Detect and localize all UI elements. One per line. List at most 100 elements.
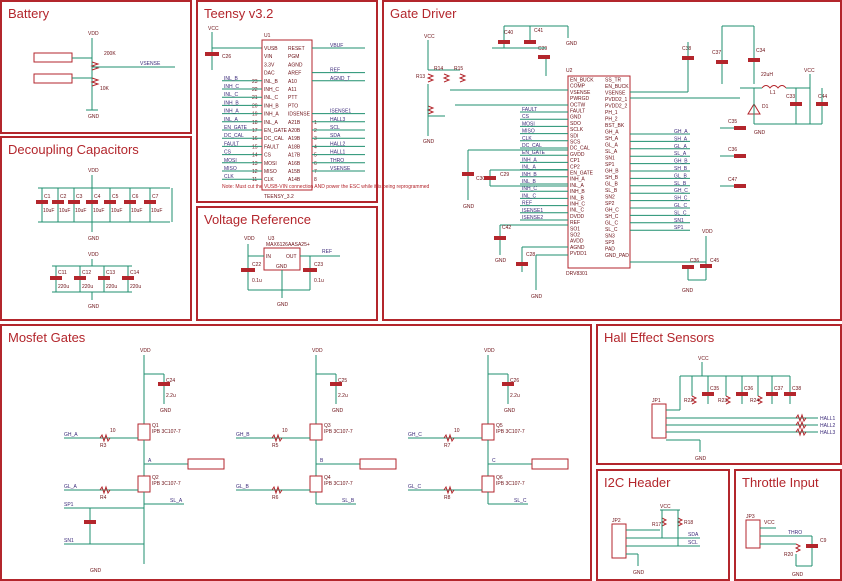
teensy-pin-right: A15B bbox=[288, 169, 301, 175]
hall-cap bbox=[702, 392, 714, 396]
mosfet-model: IPB 3C107-7 bbox=[324, 429, 353, 435]
throttle-resistor-name: R20 bbox=[784, 552, 793, 558]
decoupling-vdd-label: VDD bbox=[88, 168, 99, 174]
mosfet-gh-net: GH_A bbox=[64, 432, 78, 438]
drv-inductor bbox=[761, 85, 787, 89]
mosfet-sl-net: SL_B bbox=[342, 498, 355, 504]
drv-pin-left: REF bbox=[570, 220, 580, 226]
mosfet-gate-resistor bbox=[99, 485, 111, 495]
drv-pin-right: PAD bbox=[605, 247, 615, 253]
mosfet-gate-resistor bbox=[443, 485, 455, 495]
teensy-net-left: DC_CAL bbox=[224, 133, 244, 139]
drv-pin-left: EN_BUCK bbox=[570, 78, 594, 84]
drv-r13 bbox=[426, 73, 435, 83]
teensy-pin-left: 3.3V bbox=[264, 62, 275, 68]
decoupling-cap-value: 10uF bbox=[75, 208, 86, 214]
battery-circuit: VDD 200K 10K VSENSE GND bbox=[33, 31, 175, 120]
teensy-pin-left: INH_A bbox=[264, 112, 279, 118]
decoupling-cap-value: 220u bbox=[82, 284, 93, 290]
teensy-pin-right: A10 bbox=[288, 79, 297, 85]
teensy-net-right: SCL bbox=[330, 125, 340, 131]
drv-pin-right: VSENSE bbox=[605, 91, 626, 97]
hall-cap-name: C37 bbox=[774, 386, 783, 392]
teensy-pin-right: RESET bbox=[288, 46, 305, 52]
teensy-pin-left: INL_B bbox=[264, 79, 279, 85]
drv-pin-left: OCTW bbox=[570, 102, 586, 108]
decoupling-cap-c6 bbox=[124, 200, 136, 204]
decoupling-cap-name: C4 bbox=[94, 194, 101, 200]
teensy-pin-number: 18 bbox=[252, 120, 258, 126]
drv-gnd-4: GND bbox=[463, 204, 475, 210]
mosfet-model: IPB 3C107-7 bbox=[324, 481, 353, 487]
i2c-vcc-label: VCC bbox=[660, 504, 671, 510]
mosfet-cap-name: C26 bbox=[510, 378, 519, 384]
teensy-pin-number: 15 bbox=[252, 144, 258, 150]
teensy-net-left: MISO bbox=[224, 166, 237, 172]
drv-c28-name: C28 bbox=[526, 252, 535, 258]
decoupling-cap-name: C14 bbox=[130, 270, 139, 276]
drv-pin-right: SL_B bbox=[605, 188, 618, 194]
hall-title: Hall Effect Sensors bbox=[604, 330, 715, 345]
teensy-pin-number: 17 bbox=[252, 128, 258, 134]
mosfet-rh-name: R3 bbox=[100, 443, 107, 449]
teensy-cap bbox=[205, 52, 219, 56]
teensy-pin-right: PGM bbox=[288, 54, 299, 60]
drv-net-left: INL_C bbox=[522, 193, 537, 199]
drv-net-right: SL_A bbox=[674, 151, 687, 157]
mosfet-panel: Mosfet Gates bbox=[0, 324, 592, 581]
teensy-net-right: THRO bbox=[330, 158, 344, 164]
hall-resistor bbox=[724, 395, 732, 405]
teensy-pin-right: PTT bbox=[288, 95, 297, 101]
drv-pin-left: SO1 bbox=[570, 226, 580, 232]
drv-c36 bbox=[682, 265, 694, 269]
drv-part: U2 bbox=[566, 68, 573, 74]
teensy-net-right: HALL1 bbox=[330, 150, 346, 156]
mosfet-r-value: 10 bbox=[454, 428, 460, 434]
vref-pin-gnd: GND bbox=[276, 264, 288, 270]
battery-r2-value: 10K bbox=[100, 86, 110, 92]
drv-net-right: GH_B bbox=[674, 159, 688, 165]
hall-connector-name: JP1 bbox=[652, 398, 661, 404]
decoupling-cap-value: 10uF bbox=[93, 208, 104, 214]
drv-d1-name: D1 bbox=[762, 104, 769, 110]
drv-pin-right: GH_B bbox=[605, 169, 619, 175]
mosfet-high-name: Q1 bbox=[152, 423, 159, 429]
mosfet-gh-net: GH_C bbox=[408, 432, 422, 438]
decoupling-cap-c5 bbox=[104, 200, 116, 204]
drv-c45-name: C45 bbox=[710, 258, 719, 264]
battery-r1 bbox=[90, 61, 100, 71]
i2c-connector bbox=[611, 523, 627, 559]
teensy-pin-left: MOSI bbox=[264, 161, 277, 167]
drv-net-right: GL_C bbox=[674, 203, 687, 209]
vref-cap-1-name: C22 bbox=[252, 262, 261, 268]
teensy-circuit: VCC C26 U1 TEENSY_3.2 VUSBVIN3.3VDACINL_… bbox=[205, 26, 430, 200]
mosfet-vdd-label: VDD bbox=[484, 348, 495, 354]
teensy-net-left: INH_B bbox=[224, 100, 239, 106]
decoupling-gnd-label: GND bbox=[88, 236, 100, 242]
teensy-pin-number: 19 bbox=[252, 112, 258, 118]
drv-c38 bbox=[682, 56, 694, 60]
teensy-pin-left: FAULT bbox=[264, 144, 279, 150]
drv-pin-right: GH_C bbox=[605, 208, 619, 214]
teensy-pin-right: AGND bbox=[288, 62, 303, 68]
mosfet-low-side bbox=[481, 475, 495, 493]
mosfet-model: IPB 3C107-7 bbox=[496, 481, 525, 487]
decoupling-cap-value: 10uF bbox=[59, 208, 70, 214]
throttle-vcc-label: VCC bbox=[764, 520, 775, 526]
drv-l1-value: 22uH bbox=[761, 72, 773, 78]
teensy-value: TEENSY_3.2 bbox=[264, 194, 294, 200]
decoupling-cap-value: 220u bbox=[106, 284, 117, 290]
teensy-pin-left: VUSB bbox=[264, 46, 278, 52]
decoupling-cap-value: 10uF bbox=[151, 208, 162, 214]
throttle-cap-name: C9 bbox=[820, 538, 827, 544]
i2c-sda-net: SDA bbox=[688, 532, 699, 538]
mosfet-gl-net: GL_C bbox=[408, 484, 421, 490]
drv-gnd-6: GND bbox=[531, 294, 543, 300]
teensy-pin-number: 3 bbox=[314, 136, 317, 142]
decoupling-cap-c11 bbox=[50, 276, 62, 280]
teensy-pin-number: 12 bbox=[252, 169, 258, 175]
vref-vdd-label: VDD bbox=[244, 236, 255, 242]
vref-value: MAX6126AASA25+ bbox=[266, 242, 310, 248]
drv-c33 bbox=[790, 102, 802, 106]
hall-net: HALL3 bbox=[820, 430, 836, 436]
